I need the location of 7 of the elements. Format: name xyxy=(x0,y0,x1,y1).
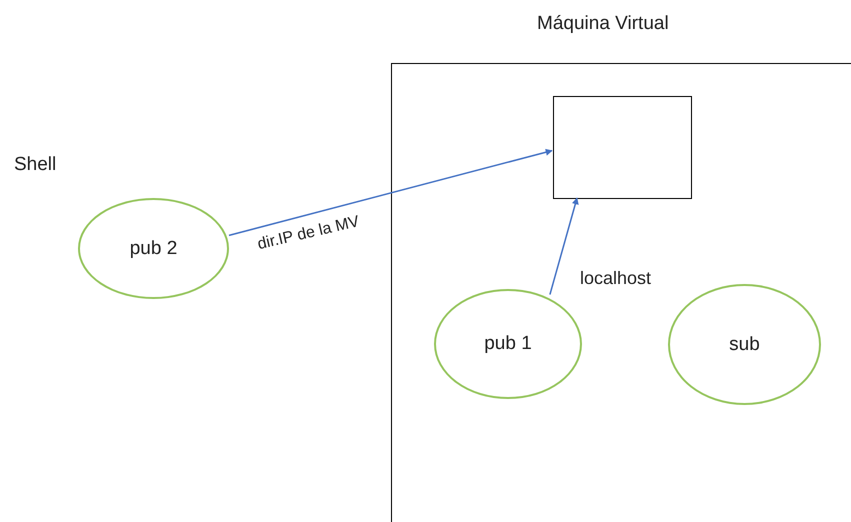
arrow xyxy=(228,148,553,236)
node-label: pub 1 xyxy=(484,333,532,355)
frame-title: Máquina Virtual xyxy=(537,13,669,35)
node-label: pub 2 xyxy=(130,238,178,260)
empty-box xyxy=(553,96,692,199)
node-label: sub xyxy=(729,334,760,356)
arrow xyxy=(549,197,579,295)
